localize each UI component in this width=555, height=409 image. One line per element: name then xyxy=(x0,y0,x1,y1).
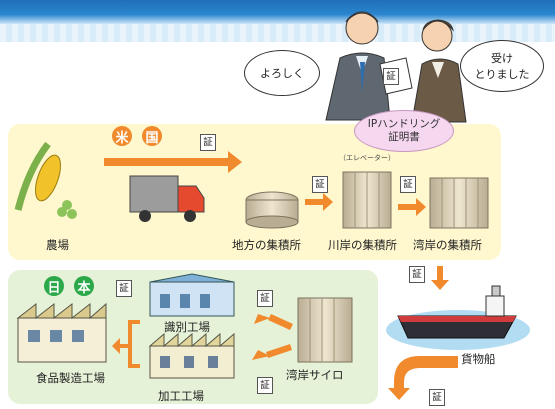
jp-badge-2: 本 xyxy=(74,276,94,296)
arrow-to-ship xyxy=(431,266,449,290)
doc-icon: 証 xyxy=(429,389,445,406)
speech-bubble-right: 受け とりました xyxy=(460,40,544,92)
jp-badge-1: 日 xyxy=(44,276,64,296)
arrow-to-silo xyxy=(388,356,458,400)
label-processing-factory: 加工工場 xyxy=(158,389,204,403)
label-sorting-factory: 識別工場 xyxy=(164,320,210,334)
doc-icon: 証 xyxy=(400,176,416,193)
doc-icon: 証 xyxy=(200,134,216,151)
japan-flow-arrows xyxy=(112,314,293,368)
corn-illustration xyxy=(14,141,77,219)
label-cargo-ship: 貨物船 xyxy=(461,352,496,366)
ip-handling-certificate-badge: IPハンドリング 証明書 xyxy=(354,110,454,152)
certificate-doc-icon: 証 xyxy=(383,68,399,85)
river-elevator-illustration xyxy=(342,171,392,229)
doc-icon: 証 xyxy=(116,280,132,297)
doc-icon: 証 xyxy=(409,266,425,283)
sorting-factory-illustration xyxy=(149,273,235,317)
doc-icon: 証 xyxy=(312,176,328,193)
businessman-left-illustration xyxy=(325,11,391,121)
bay-silo-illustration xyxy=(297,297,353,363)
us-badge-2: 国 xyxy=(142,126,162,146)
bay-elevator-illustration xyxy=(429,177,489,229)
doc-icon: 証 xyxy=(257,290,273,307)
ip-certificate-line-1: IPハンドリング xyxy=(367,117,441,130)
speech-text-right-2: とりました xyxy=(474,68,530,81)
us-badge-1: 米 xyxy=(112,126,132,146)
label-farm: 農場 xyxy=(46,238,69,252)
header-stripe xyxy=(0,24,555,42)
label-bay-elevator: 湾岸の集積所 xyxy=(413,238,482,252)
ip-certificate-line-2: 証明書 xyxy=(388,131,420,143)
label-river-elevator: 川岸の集積所 xyxy=(328,238,397,252)
us-flow-arrows xyxy=(104,151,426,216)
speech-bubble-left: よろしく xyxy=(244,50,320,96)
truck-illustration xyxy=(129,175,205,222)
local-elevator-illustration xyxy=(245,191,299,229)
speech-text-right-1: 受け xyxy=(491,52,513,65)
label-local-elevator: 地方の集積所 xyxy=(232,238,301,252)
elevator-note: （エレベーター） xyxy=(339,154,395,162)
doc-icon: 証 xyxy=(257,377,273,394)
processing-factory-illustration xyxy=(148,332,235,379)
speech-text-left: よろしく xyxy=(260,67,304,80)
cargo-ship-illustration xyxy=(386,285,530,350)
businessman-right-illustration xyxy=(411,19,467,123)
food-factory-illustration xyxy=(16,302,107,363)
label-food-factory: 食品製造工場 xyxy=(36,371,105,385)
header-bar xyxy=(0,0,555,24)
label-bay-silo: 湾岸サイロ xyxy=(286,368,344,382)
